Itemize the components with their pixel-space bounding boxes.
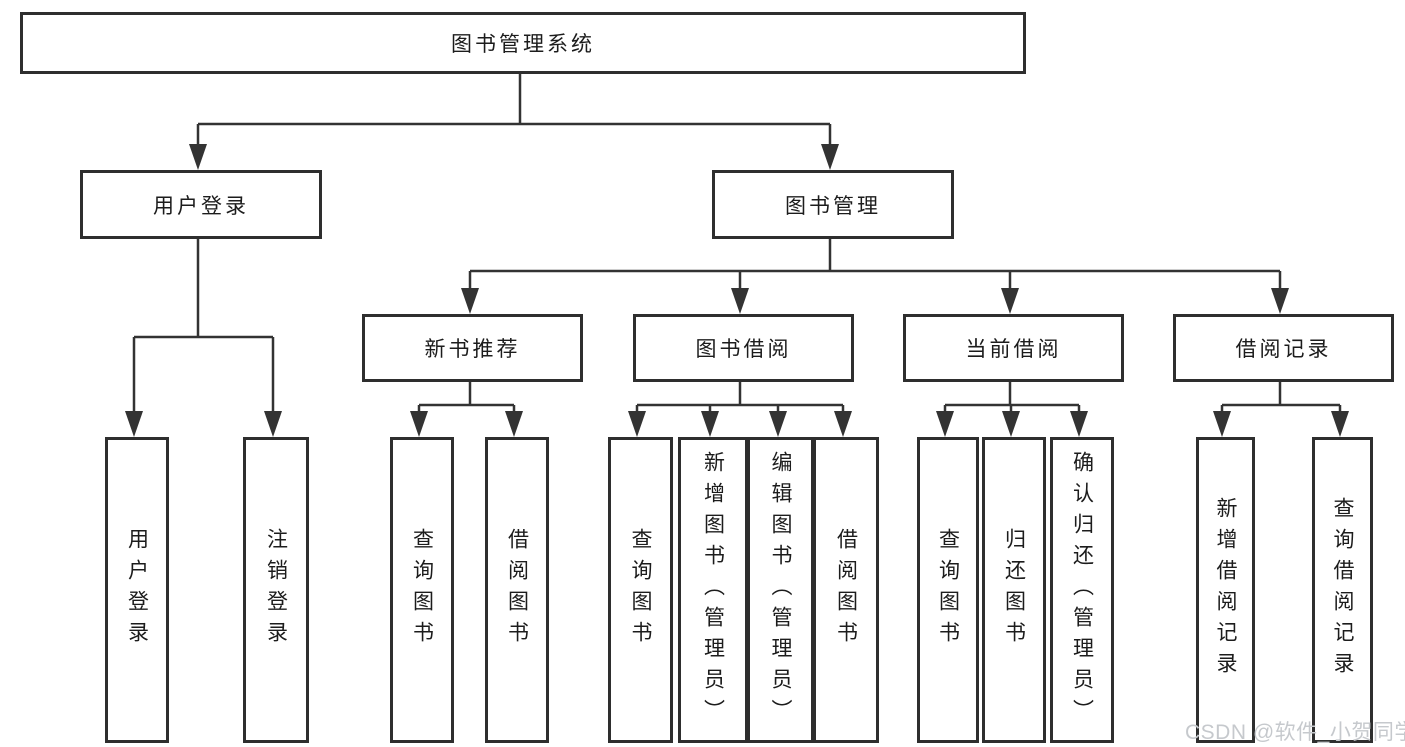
node-leaf-br-query-record: 查询借阅记录 <box>1312 437 1373 743</box>
arrowhead <box>1070 411 1088 437</box>
node-leaf-br-add-record-label: 新增借阅记录 <box>1214 497 1237 683</box>
node-book-borrow: 图书借阅 <box>633 314 854 382</box>
arrowhead <box>505 411 523 437</box>
node-leaf-logout-label: 注销登录 <box>264 528 288 652</box>
node-current-borrow-label: 当前借阅 <box>965 338 1062 361</box>
connector-borrow-records-to-leaves <box>1220 376 1342 417</box>
node-leaf-logout: 注销登录 <box>243 437 309 743</box>
node-root-label: 图书管理系统 <box>451 33 595 56</box>
connector-current-borrow-to-leaves <box>943 376 1081 417</box>
node-new-book-rec: 新书推荐 <box>362 314 583 382</box>
node-leaf-bb-borrow-book: 借阅图书 <box>813 437 879 743</box>
node-book-mgmt-label: 图书管理 <box>785 194 881 218</box>
node-leaf-bb-borrow-book-label: 借阅图书 <box>834 528 858 652</box>
node-leaf-nbr-borrow-book-label: 借阅图书 <box>505 528 529 652</box>
node-leaf-br-add-record: 新增借阅记录 <box>1196 437 1255 743</box>
connector-book-borrow-to-leaves <box>635 376 845 417</box>
node-leaf-bb-edit-book-admin: 编辑图书（管理员） <box>747 437 814 743</box>
node-leaf-cb-confirm-return-admin-label: 确认归还（管理员） <box>1070 450 1094 730</box>
arrowhead <box>1001 288 1019 314</box>
connector-root-to-level2 <box>196 68 832 150</box>
arrowhead <box>1213 411 1231 437</box>
node-new-book-rec-label: 新书推荐 <box>424 338 521 361</box>
node-leaf-cb-confirm-return-admin: 确认归还（管理员） <box>1050 437 1114 743</box>
connector-new-book-rec-to-leaves <box>417 376 516 417</box>
arrowhead <box>125 411 143 437</box>
node-leaf-cb-query-book-label: 查询图书 <box>936 528 960 652</box>
node-leaf-cb-return-book-label: 归还图书 <box>1002 528 1026 652</box>
arrowhead <box>821 144 839 170</box>
node-book-borrow-label: 图书借阅 <box>695 338 792 361</box>
node-user-login: 用户登录 <box>80 170 322 239</box>
connector-book-mgmt-to-level3 <box>468 233 1282 294</box>
arrowhead <box>1002 411 1020 437</box>
node-leaf-bb-edit-book-admin-label: 编辑图书（管理员） <box>769 450 792 730</box>
node-leaf-cb-query-book: 查询图书 <box>917 437 979 743</box>
arrowhead <box>461 288 479 314</box>
node-borrow-records: 借阅记录 <box>1173 314 1394 382</box>
arrowhead <box>834 411 852 437</box>
arrowhead <box>936 411 954 437</box>
arrowhead <box>731 288 749 314</box>
node-user-login-label: 用户登录 <box>153 194 249 218</box>
node-borrow-records-label: 借阅记录 <box>1235 338 1332 361</box>
arrowhead <box>189 144 207 170</box>
connector-user-login-to-leaves <box>132 233 275 417</box>
node-leaf-bb-add-book-admin: 新增图书（管理员） <box>678 437 748 743</box>
arrowhead <box>264 411 282 437</box>
node-root: 图书管理系统 <box>20 12 1026 74</box>
arrowhead <box>1331 411 1349 437</box>
node-leaf-bb-query-book-label: 查询图书 <box>629 528 652 652</box>
node-leaf-br-query-record-label: 查询借阅记录 <box>1331 497 1354 683</box>
arrowhead <box>1271 288 1289 314</box>
node-leaf-nbr-query-book-label: 查询图书 <box>410 528 434 652</box>
node-book-mgmt: 图书管理 <box>712 170 954 239</box>
node-leaf-nbr-borrow-book: 借阅图书 <box>485 437 549 743</box>
csdn-watermark: CSDN @软件_小贺同学 <box>1185 721 1405 744</box>
node-leaf-nbr-query-book: 查询图书 <box>390 437 454 743</box>
node-leaf-user-login: 用户登录 <box>105 437 169 743</box>
node-leaf-cb-return-book: 归还图书 <box>982 437 1046 743</box>
arrowhead <box>628 411 646 437</box>
arrowhead <box>701 411 719 437</box>
node-leaf-bb-query-book: 查询图书 <box>608 437 673 743</box>
node-leaf-bb-add-book-admin-label: 新增图书（管理员） <box>701 450 725 730</box>
node-leaf-user-login-label: 用户登录 <box>125 528 149 652</box>
arrowhead <box>769 411 787 437</box>
arrowhead <box>410 411 428 437</box>
node-current-borrow: 当前借阅 <box>903 314 1124 382</box>
